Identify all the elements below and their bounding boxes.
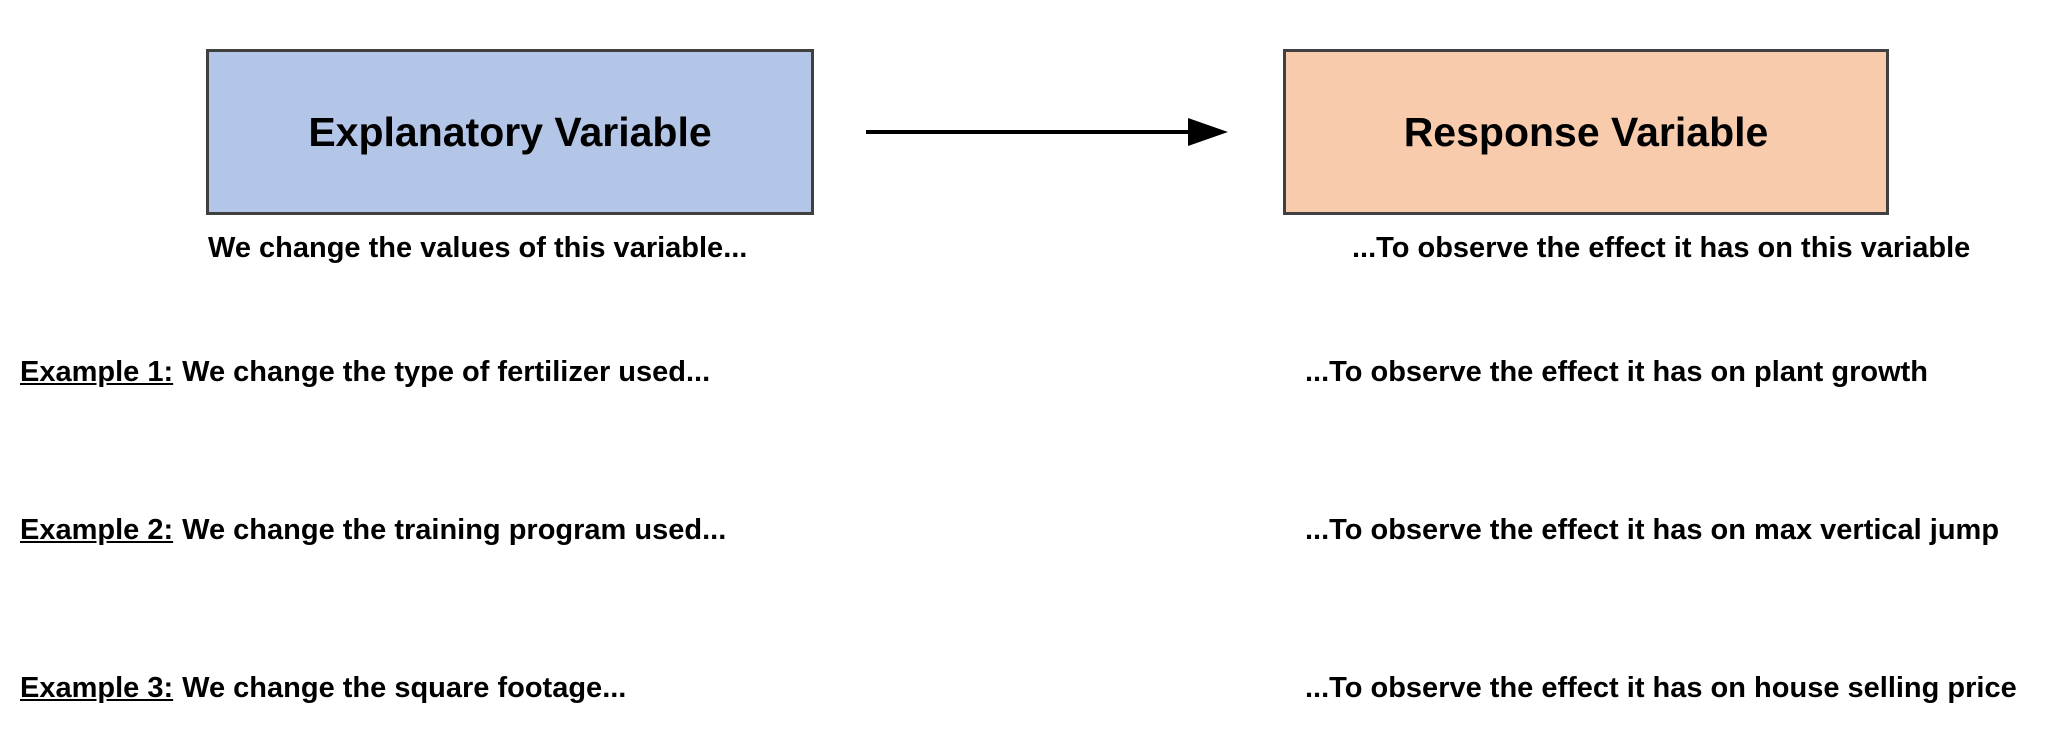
explanatory-to-response-arrow-icon xyxy=(866,118,1228,146)
explanatory-variable-box: Explanatory Variable xyxy=(206,49,814,215)
example-3-right: ...To observe the effect it has on house… xyxy=(1305,672,2017,704)
example-1-label: Example 1: xyxy=(20,356,174,388)
example-3-label: Example 3: xyxy=(20,672,174,704)
example-2-left: Example 2:We change the training program… xyxy=(20,514,726,547)
example-3-left: Example 3:We change the square footage..… xyxy=(20,672,626,705)
response-variable-label: Response Variable xyxy=(1403,108,1769,155)
example-1-left-text: We change the type of fertilizer used... xyxy=(182,356,711,388)
explanatory-variable-label: Explanatory Variable xyxy=(308,108,712,155)
example-1-left: Example 1:We change the type of fertiliz… xyxy=(20,356,710,389)
response-caption: ...To observe the effect it has on this … xyxy=(1352,232,1971,264)
example-2-label: Example 2: xyxy=(20,514,174,546)
example-3-left-text: We change the square footage... xyxy=(182,672,627,704)
example-1-right: ...To observe the effect it has on plant… xyxy=(1305,356,1929,388)
response-variable-box: Response Variable xyxy=(1283,49,1889,215)
explanatory-caption: We change the values of this variable... xyxy=(208,232,748,264)
example-2-left-text: We change the training program used... xyxy=(182,514,727,546)
example-2-right: ...To observe the effect it has on max v… xyxy=(1305,514,2000,546)
